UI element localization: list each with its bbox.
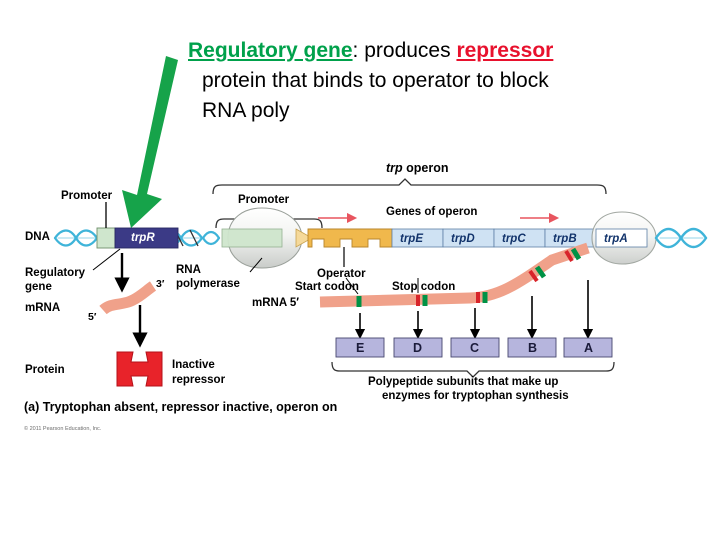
title-line-3: RNA poly	[202, 99, 290, 122]
trpr-gene-label: trpR	[131, 232, 155, 244]
left-mrna-label: mRNA	[25, 302, 61, 314]
regulatory-gene-label-line1: Regulatory	[25, 267, 86, 279]
trp-operon-bracket	[212, 178, 607, 195]
title-line-1-mid: : produces	[352, 39, 457, 62]
rna-polymerase-leader	[249, 257, 263, 273]
trp-operon-figure: trp operon Promoter Genes of operon Prom…	[0, 150, 720, 440]
trpr-gene-box	[114, 227, 179, 249]
left-mrna-strand	[99, 281, 157, 315]
right-mrna-label: mRNA 5′	[252, 297, 300, 309]
subunit-label-C: C	[470, 341, 480, 355]
regulatory-gene-leader	[92, 248, 121, 271]
mrna-five-prime-label: 5′	[88, 311, 97, 323]
figure-caption: (a) Tryptophan absent, repressor inactiv…	[24, 400, 338, 414]
subunit-label-D: D	[413, 341, 423, 355]
codon-markers	[356, 247, 582, 307]
subunits-caption-line1: Polypeptide subunits that make up	[368, 376, 559, 388]
operator-label: Operator	[317, 268, 366, 280]
genes-of-operon-label: Genes of operon	[386, 206, 478, 218]
subunit-label-E: E	[356, 341, 365, 355]
left-promoter-box	[96, 227, 116, 249]
rna-polymerase-label-line2: polymerase	[176, 278, 240, 290]
rna-polymerase-label-line1: RNA	[176, 264, 201, 276]
copyright-notice: © 2011 Pearson Education, Inc.	[24, 426, 102, 432]
gene-label-trpB: trpB	[553, 233, 577, 245]
trpa-gene-box	[595, 228, 648, 248]
polymerase-tail	[295, 228, 313, 248]
stop-codon-marker-4	[564, 249, 574, 263]
inactive-repressor-label-line1: Inactive	[172, 359, 215, 371]
gene-label-trpC: trpC	[502, 233, 526, 245]
trp-operon-bracket-label: trp operon	[386, 161, 449, 175]
stop-codon-marker-3	[528, 269, 539, 283]
polypeptide-subunits-bracket	[331, 361, 615, 378]
right-dna-helix-left	[201, 230, 221, 246]
start-codon-label: Start codon	[295, 281, 359, 293]
start-codon-marker-4	[534, 265, 547, 279]
gene-label-trpA: trpA	[604, 233, 628, 245]
gene-label-trpD: trpD	[451, 233, 475, 245]
right-promoter-label: Promoter	[238, 194, 290, 206]
title-line-1: Regulatory gene: produces repressor	[188, 36, 658, 66]
title-line-2: protein that binds to operator to block	[202, 69, 549, 92]
operator-region	[307, 228, 393, 248]
left-promoter-label: Promoter	[61, 190, 113, 202]
protein-label: Protein	[25, 364, 65, 376]
dna-label: DNA	[25, 231, 50, 243]
regulatory-gene-label-line2: gene	[25, 281, 52, 293]
gene-label-trpE: trpE	[400, 233, 423, 245]
right-dna-helix-exit	[654, 227, 708, 249]
subunit-label-B: B	[528, 341, 538, 355]
polypeptide-subunit-boxes	[335, 337, 613, 358]
keyword-regulatory-gene: Regulatory gene	[188, 39, 353, 62]
stop-codon-label: Stop codon	[392, 281, 456, 293]
translation-arrows	[354, 280, 594, 340]
inactive-repressor-label-line2: repressor	[172, 374, 226, 386]
slide-title: Regulatory gene: produces repressor prot…	[188, 36, 658, 126]
keyword-repressor: repressor	[456, 39, 554, 62]
inactive-repressor-shape	[116, 351, 163, 387]
subunits-caption-line2: enzymes for tryptophan synthesis	[382, 390, 569, 402]
start-codon-marker-5	[570, 247, 582, 261]
mrna-three-prime-label: 3′	[156, 278, 165, 290]
right-mrna-strand	[319, 242, 590, 308]
figure-graphics	[53, 178, 708, 387]
right-promoter-box	[221, 228, 283, 248]
subunit-label-A: A	[584, 341, 594, 355]
green-pointer-arrow-icon	[122, 56, 178, 228]
start-codon-leader	[345, 277, 359, 295]
